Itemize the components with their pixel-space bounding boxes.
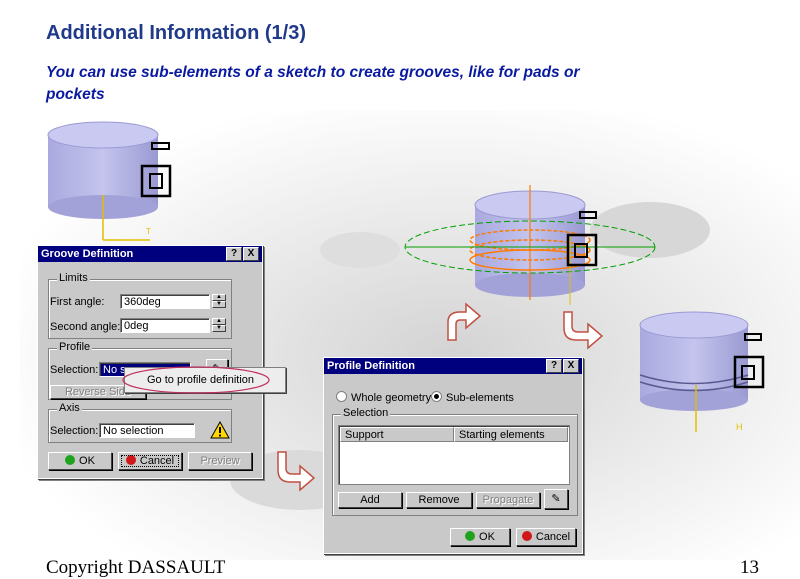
- cylinder-center: [404, 185, 656, 305]
- help-button[interactable]: ?: [226, 247, 242, 261]
- profile-label: Profile: [57, 341, 93, 353]
- radio-off-icon: [336, 391, 347, 402]
- close-button[interactable]: X: [243, 247, 259, 261]
- second-angle-input[interactable]: 0deg: [120, 318, 210, 333]
- spin-up-icon[interactable]: ▲: [212, 318, 226, 325]
- propagate-button[interactable]: Propagate: [476, 492, 540, 508]
- sketch-edit-button[interactable]: ✎: [544, 489, 568, 509]
- groove-dialog-titlebar[interactable]: Groove Definition ? X: [38, 246, 262, 262]
- ok-green-dot-icon: [65, 455, 76, 465]
- flow-arrow-icon: [277, 451, 316, 492]
- selection-label: Selection: [341, 407, 391, 419]
- groove-cancel-button[interactable]: Cancel: [118, 452, 182, 470]
- groove-ok-button[interactable]: OK: [48, 452, 112, 470]
- whole-geometry-radio[interactable]: Whole geometry: [336, 391, 431, 404]
- profile-ok-button[interactable]: OK: [450, 528, 510, 546]
- cancel-red-dot-icon: [521, 531, 532, 541]
- copyright-text: Copyright DASSAULT: [46, 557, 226, 578]
- groove-ok-label: OK: [79, 455, 95, 467]
- selection-table[interactable]: Support Starting elements: [338, 425, 570, 485]
- remove-button[interactable]: Remove: [406, 492, 472, 508]
- whole-geometry-label: Whole geometry: [351, 392, 432, 404]
- axis-selection-label: Selection:: [50, 425, 99, 437]
- radio-on-icon: [431, 391, 442, 402]
- add-button[interactable]: Add: [338, 492, 402, 508]
- profile-dialog-title: Profile Definition: [327, 360, 415, 372]
- groove-dialog-title: Groove Definition: [41, 248, 134, 260]
- cylinder-right: H: [639, 311, 765, 432]
- sub-elements-label: Sub-elements: [446, 392, 514, 404]
- close-button[interactable]: X: [563, 359, 579, 373]
- profile-selection-label: Selection:: [50, 364, 99, 376]
- slide-title: Additional Information (1/3): [46, 22, 306, 44]
- ok-green-dot-icon: [465, 531, 476, 541]
- profile-ok-label: OK: [479, 531, 495, 543]
- flow-arrow-icon: [447, 302, 482, 341]
- reverse-side-button[interactable]: Reverse Side: [50, 385, 146, 399]
- go-to-profile-definition-item[interactable]: Go to profile definition: [147, 374, 255, 386]
- flow-arrow-icon: [563, 311, 604, 350]
- limits-group: Limits: [48, 272, 232, 339]
- highlight-ellipse: [122, 366, 270, 394]
- col-support[interactable]: Support: [340, 427, 454, 442]
- cylinder-left: T: [47, 121, 172, 241]
- profile-definition-dialog: Profile Definition ? X Whole geometry Su…: [323, 357, 583, 554]
- axis-selection-input[interactable]: No selection: [99, 423, 195, 438]
- sketch-edit-icon: ✎: [551, 493, 561, 505]
- second-angle-label: Second angle:: [50, 321, 121, 333]
- preview-button[interactable]: Preview: [188, 452, 252, 470]
- context-menu: Go to profile definition: [124, 367, 286, 393]
- axis-label: Axis: [57, 402, 82, 414]
- second-angle-spinner[interactable]: ▲▼: [212, 318, 226, 333]
- spin-down-icon[interactable]: ▼: [212, 301, 226, 308]
- groove-definition-dialog: Groove Definition ? X Limits First angle…: [37, 245, 263, 479]
- limits-label: Limits: [57, 272, 90, 284]
- spin-up-icon[interactable]: ▲: [212, 294, 226, 301]
- first-angle-label: First angle:: [50, 296, 105, 308]
- profile-group: Profile: [48, 341, 232, 400]
- spin-down-icon[interactable]: ▼: [212, 325, 226, 332]
- selection-group: Selection: [332, 407, 578, 516]
- groove-cancel-label: Cancel: [139, 455, 175, 467]
- page-number: 13: [740, 557, 759, 578]
- svg-text:T: T: [146, 227, 151, 236]
- svg-text:H: H: [736, 422, 743, 432]
- col-starting-elements[interactable]: Starting elements: [454, 427, 568, 442]
- slide-subtitle: You can use sub-elements of a sketch to …: [46, 64, 580, 103]
- warning-icon: [210, 421, 230, 439]
- first-angle-spinner[interactable]: ▲▼: [212, 294, 226, 309]
- first-angle-input[interactable]: 360deg: [120, 294, 210, 309]
- sub-elements-radio[interactable]: Sub-elements: [431, 391, 514, 404]
- profile-dialog-titlebar[interactable]: Profile Definition ? X: [324, 358, 582, 374]
- profile-cancel-button[interactable]: Cancel: [516, 528, 576, 546]
- cancel-red-dot-icon: [125, 455, 136, 465]
- help-button[interactable]: ?: [546, 359, 562, 373]
- axis-group: Axis: [48, 402, 232, 443]
- profile-cancel-label: Cancel: [535, 531, 571, 543]
